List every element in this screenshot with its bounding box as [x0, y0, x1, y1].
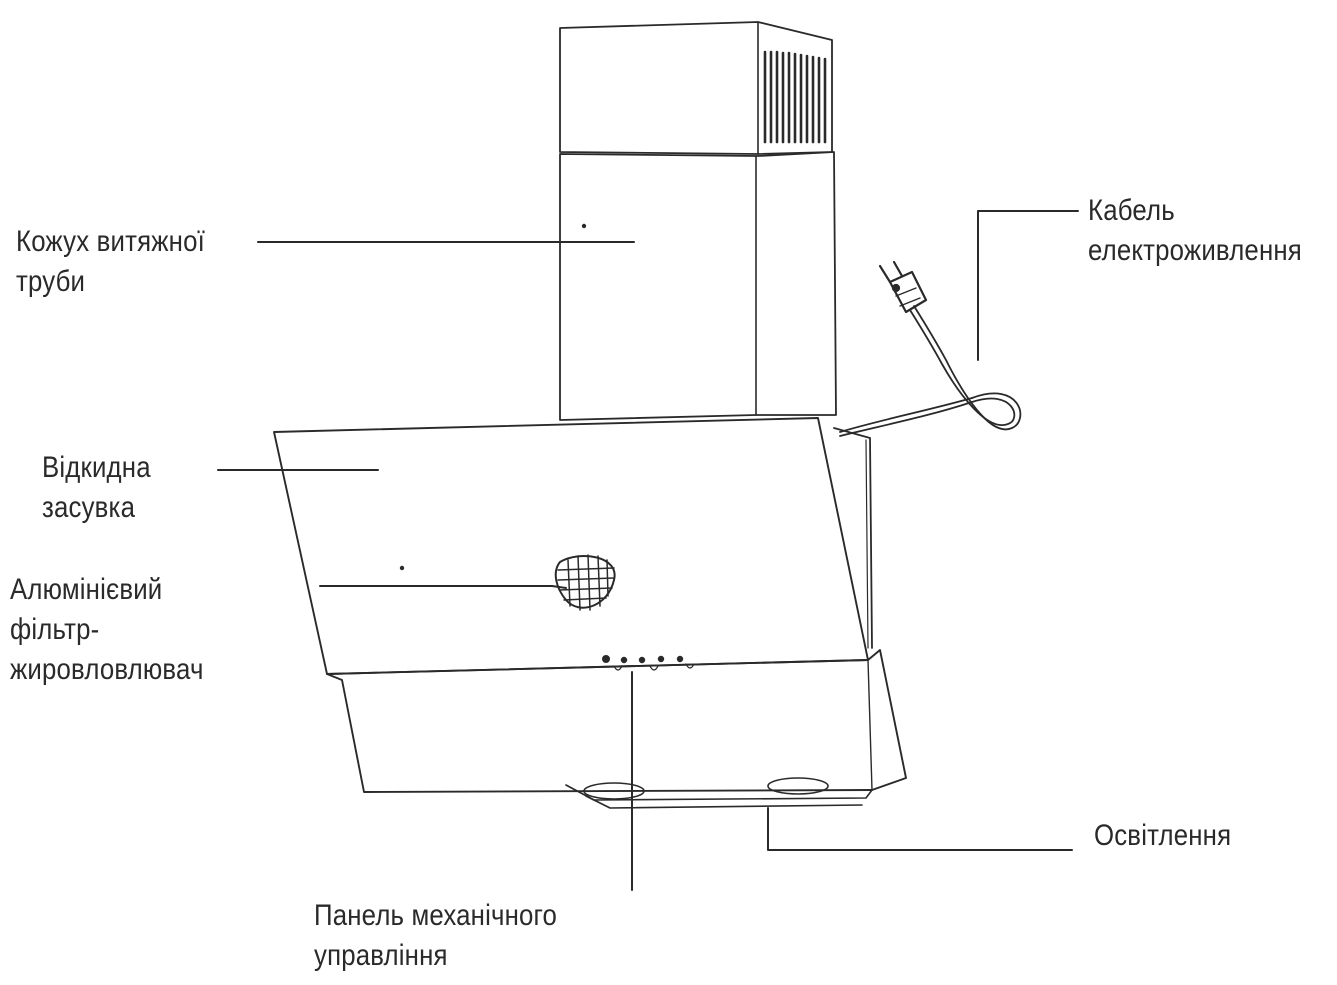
filter-badge — [554, 554, 616, 611]
chimney-duct — [559, 21, 837, 421]
label-control-panel: Панель механічного управління — [314, 896, 557, 976]
label-filter-line3: жировловлювач — [10, 653, 204, 686]
hood-body-side — [833, 427, 873, 649]
label-chimney-cover-line1: Кожух витяжної — [16, 225, 205, 258]
flap-panel — [273, 417, 869, 675]
label-power-cable-line2: електроживлення — [1088, 234, 1302, 267]
label-filter-line1: Алюмінієвий — [10, 573, 163, 606]
label-filter: Алюмінієвий фільтр- жировловлювач — [10, 570, 204, 690]
label-control-panel-line2: управління — [314, 939, 448, 972]
lighting-units — [565, 777, 873, 809]
label-power-cable-line1: Кабель — [1088, 194, 1175, 227]
label-flap-line2: засувка — [42, 491, 136, 524]
power-cable — [839, 260, 1022, 437]
label-filter-line2: фільтр- — [10, 613, 100, 646]
label-lighting-line1: Освітлення — [1094, 819, 1232, 852]
label-chimney-cover: Кожух витяжної труби — [16, 222, 205, 302]
label-flap-line1: Відкидна — [42, 451, 151, 484]
leader-power-cable — [977, 210, 1079, 361]
vent-grille — [763, 50, 827, 144]
plug-icon — [878, 260, 928, 314]
label-chimney-cover-line2: труби — [16, 265, 86, 298]
label-power-cable: Кабель електроживлення — [1088, 191, 1302, 271]
lower-panel — [326, 649, 907, 793]
control-buttons — [602, 655, 695, 671]
leader-lines — [217, 210, 1079, 891]
label-control-panel-line1: Панель механічного — [314, 899, 558, 932]
label-flap: Відкидна засувка — [42, 448, 151, 528]
leader-lighting — [767, 807, 1073, 851]
leader-filter — [319, 585, 567, 589]
label-lighting: Освітлення — [1094, 816, 1231, 856]
